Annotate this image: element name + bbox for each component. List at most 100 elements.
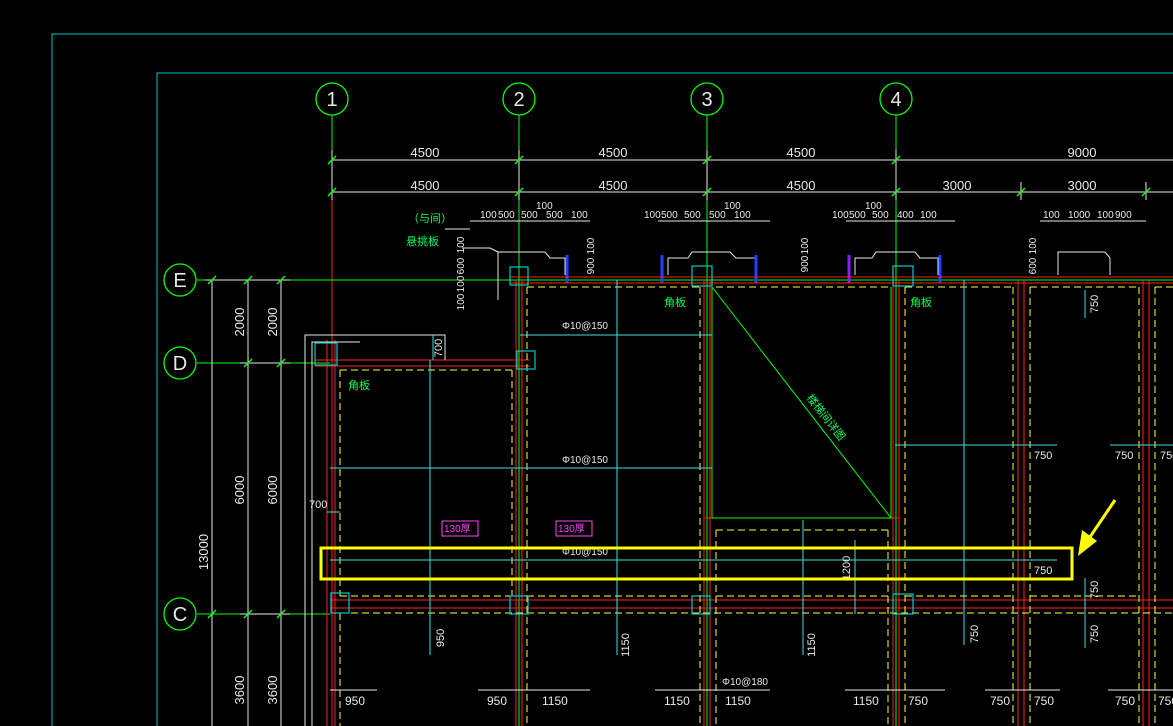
left-wall-outline xyxy=(304,334,446,726)
note-yu-jian: （与间） xyxy=(408,212,452,225)
column-c2 xyxy=(509,595,529,615)
vdim-2: 600 xyxy=(456,257,467,274)
dim-row1-d: 9000 xyxy=(1068,145,1097,160)
detail4-b: 1000 xyxy=(1068,210,1091,221)
axis-bubble-3 xyxy=(690,82,724,116)
axis-bubble-1 xyxy=(315,82,349,116)
bdim-8: 750 xyxy=(990,694,1010,708)
column-d1 xyxy=(314,342,338,366)
axis-bubble-c xyxy=(163,597,197,631)
column-d2 xyxy=(516,350,536,370)
beams xyxy=(315,276,1173,726)
rebar-label-1: Φ10@150 xyxy=(562,321,608,332)
thickness-tag-2: 130厚 xyxy=(558,523,585,535)
vdim-7: 100 xyxy=(800,237,811,254)
bdim-5: 1150 xyxy=(725,694,751,708)
d700-b: 700 xyxy=(309,499,327,511)
axis-lines xyxy=(197,115,1173,726)
bdim-2: 950 xyxy=(487,694,507,708)
axis-label-e: E xyxy=(173,270,186,292)
highlight-arrow xyxy=(1078,499,1117,556)
bdim-4: 1150 xyxy=(664,694,690,708)
axis-label-2: 2 xyxy=(513,89,524,111)
detail1-c: 500 xyxy=(498,210,515,221)
detail2-e: 500 xyxy=(709,210,726,221)
vdim-10: 100 xyxy=(1028,237,1039,254)
rebar-label-2: Φ10@150 xyxy=(562,455,608,466)
note-jiao-ban-2: 角板 xyxy=(910,295,932,309)
axis-label-4: 4 xyxy=(890,89,901,111)
dim-b-3600: 3600 xyxy=(265,676,280,705)
detail2-a: 100 xyxy=(724,201,741,212)
thickness-tag-1: 130厚 xyxy=(444,523,471,535)
d750-2: 750 xyxy=(1115,450,1133,462)
vdim-8: 900 xyxy=(800,255,811,272)
dim-row1-a: 4500 xyxy=(411,145,440,160)
rebar-dims-horizontal: 750 750 750 750 700 xyxy=(309,450,1173,577)
column-e2 xyxy=(509,266,529,286)
dim-row1-b: 4500 xyxy=(599,145,628,160)
detail1-d: 500 xyxy=(521,210,538,221)
bdim-7: 750 xyxy=(908,694,928,708)
column-marks xyxy=(565,255,942,283)
bdim-1: 950 xyxy=(345,694,365,708)
column-c1 xyxy=(330,592,350,614)
column-c3 xyxy=(691,595,711,615)
detail3-f: 100 xyxy=(920,210,937,221)
bdim-10: 750 xyxy=(1115,694,1135,708)
vdim-3: 100 xyxy=(456,275,467,292)
detail3-d: 500 xyxy=(872,210,889,221)
d750-1: 750 xyxy=(1034,450,1052,462)
rebar-labels: Φ10@150 Φ10@150 Φ10@150 Φ10@180 xyxy=(562,321,768,688)
d750-3: 750 xyxy=(1160,450,1173,462)
dim-a-3600: 3600 xyxy=(232,676,247,705)
detail1-f: 100 xyxy=(571,210,588,221)
dim-row2-d: 3000 xyxy=(943,178,972,193)
d1150-2: 1150 xyxy=(806,633,818,657)
axis-bubble-2 xyxy=(502,82,536,116)
vdim-6: 100 xyxy=(586,237,597,254)
columns xyxy=(314,265,914,615)
detail1-b: 100 xyxy=(480,210,497,221)
detail2-d: 500 xyxy=(684,210,701,221)
detail-dims: 100 100 500 500 500 100 100 100 500 500 … xyxy=(480,201,1132,221)
dim-row2-e: 3000 xyxy=(1068,178,1097,193)
axis-label-3: 3 xyxy=(701,89,712,111)
rebar-lines xyxy=(327,280,1173,655)
axis-labels: 1 2 3 4 E D C xyxy=(173,89,902,626)
detail1-e: 500 xyxy=(546,210,563,221)
slab-dashes xyxy=(339,286,1173,726)
dim-row2-a: 4500 xyxy=(411,178,440,193)
vdim-4: 100 xyxy=(456,293,467,310)
note-jiao-ban-3: 角板 xyxy=(348,378,370,392)
stair-opening xyxy=(711,286,892,519)
d1200: 1200 xyxy=(841,556,853,580)
column-e4 xyxy=(892,265,914,287)
axis-label-c: C xyxy=(173,604,187,626)
drawing-frames xyxy=(51,33,1173,726)
bottom-dims: 950 950 1150 1150 1150 1150 750 750 750 … xyxy=(345,694,1173,708)
detail2-f: 100 xyxy=(734,210,751,221)
vdim-9: 600 xyxy=(1028,257,1039,274)
side-dimension-ticks xyxy=(207,275,286,619)
top-dimension-row-2: 4500 4500 4500 3000 3000 xyxy=(411,178,1097,193)
dim-row2-c: 4500 xyxy=(787,178,816,193)
axis-bubble-4 xyxy=(879,82,913,116)
top-dimension-row-1: 4500 4500 4500 9000 xyxy=(411,145,1097,160)
d700-a: 700 xyxy=(433,339,445,357)
detail4-d: 900 xyxy=(1115,210,1132,221)
dim-b-2000: 2000 xyxy=(265,308,280,337)
dim-b-6000: 6000 xyxy=(265,476,280,505)
axis-bubble-d xyxy=(163,346,197,380)
column-c4 xyxy=(892,593,914,615)
detail1-a: 100 xyxy=(536,201,553,212)
dim-a-6000: 6000 xyxy=(232,476,247,505)
bdim-9: 750 xyxy=(1034,694,1054,708)
bdim-11: 750 xyxy=(1158,694,1173,708)
d750-5: 750 xyxy=(1089,295,1101,313)
detail2-b: 100 xyxy=(644,210,661,221)
detail2-c: 500 xyxy=(661,210,678,221)
d750-7: 750 xyxy=(1089,625,1101,643)
stair-label: 楼梯间详图 xyxy=(804,391,849,443)
